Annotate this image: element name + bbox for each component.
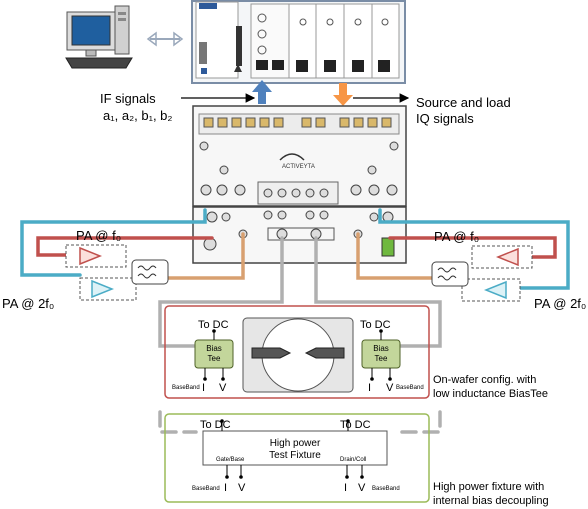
diplexer-left <box>131 259 169 285</box>
brand-text: ACTIVEYTA <box>282 164 315 170</box>
pa-2f0-right-label: PA @ 2f₀ <box>534 296 586 311</box>
bias-tee-right-label-1: Bias <box>373 344 389 353</box>
baseband-left-label: BaseBand <box>172 385 200 391</box>
baseband-fixture-right-label: BaseBand <box>372 486 400 492</box>
fixture-caption-1: High power fixture with <box>433 481 544 493</box>
cable-tan-left <box>166 232 245 280</box>
cable-red-right <box>388 236 557 259</box>
bias-tee-right-label-2: Tee <box>375 354 388 363</box>
cable-blue-left <box>20 208 207 277</box>
if-list-label: a₁, a₂, b₁, b₂ <box>103 108 172 123</box>
pa-f0-left-label: PA @ f₀ <box>76 228 121 243</box>
source-load-label: Source and load <box>416 95 511 110</box>
fixture-label-1: High power <box>270 438 321 449</box>
iq-signal-arrow <box>333 83 353 106</box>
bias-tee-left-label-1: Bias <box>206 344 222 353</box>
baseband-right-label: BaseBand <box>396 385 424 391</box>
pa-2f0-left <box>79 277 137 301</box>
cable-gray-dashed <box>158 410 442 434</box>
frontend-unit: ACTIVEYTA <box>192 105 407 207</box>
pa-2f0-right <box>461 278 521 302</box>
baseband-fixture-left-label: BaseBand <box>192 486 220 492</box>
wafer-probe-station <box>242 317 354 393</box>
cable-red-left <box>36 236 214 257</box>
cable-blue-right <box>378 208 570 290</box>
to-dc-fixture-right-label: To DC <box>340 419 371 431</box>
bias-tee-right <box>361 329 401 381</box>
i-fixture-right-label: I <box>344 482 347 494</box>
cable-gray-right <box>314 236 442 348</box>
link-arrow <box>146 31 184 47</box>
bias-tee-left-label-2: Tee <box>208 354 221 363</box>
fixture-label-2: Test Fixture <box>269 450 321 461</box>
fixture-config-box <box>164 413 430 503</box>
bias-tee-left <box>194 329 234 381</box>
cable-gray-left <box>158 236 284 348</box>
to-dc-fixture-left-label: To DC <box>200 419 231 431</box>
onwafer-caption-1: On-wafer config. with <box>433 374 536 386</box>
to-dc-right-label: To DC <box>360 319 391 331</box>
i-fixture-left-label: I <box>224 482 227 494</box>
fixture-caption-2: internal bias decoupling <box>433 495 549 507</box>
v-left-label: V <box>219 382 227 394</box>
v-right-label: V <box>386 382 394 394</box>
pa-f0-left <box>65 244 127 268</box>
pa-f0-right <box>471 245 533 269</box>
if-signals-label: IF signals <box>100 91 156 106</box>
if-signal-arrow <box>252 80 272 104</box>
onwafer-config-box <box>164 305 430 399</box>
i-right-label: I <box>368 382 371 394</box>
v-fixture-left-label: V <box>238 482 246 494</box>
diplexer-right <box>431 261 469 287</box>
gate-base-label: Gate/Base <box>216 457 245 463</box>
i-left-label: I <box>202 382 205 394</box>
iq-signals-label: IQ signals <box>416 111 474 126</box>
computer-icon <box>65 5 133 69</box>
onwafer-caption-2: low inductance BiasTee <box>433 388 548 400</box>
v-fixture-right-label: V <box>358 482 366 494</box>
pxi-chassis <box>191 0 406 84</box>
drain-coll-label: Drain/Coll <box>340 457 366 463</box>
pa-2f0-left-label: PA @ 2f₀ <box>2 296 54 311</box>
coupler-unit <box>192 206 407 264</box>
to-dc-left-label: To DC <box>198 319 229 331</box>
cable-tan-right <box>356 232 434 280</box>
pa-f0-right-label: PA @ f₀ <box>434 229 479 244</box>
